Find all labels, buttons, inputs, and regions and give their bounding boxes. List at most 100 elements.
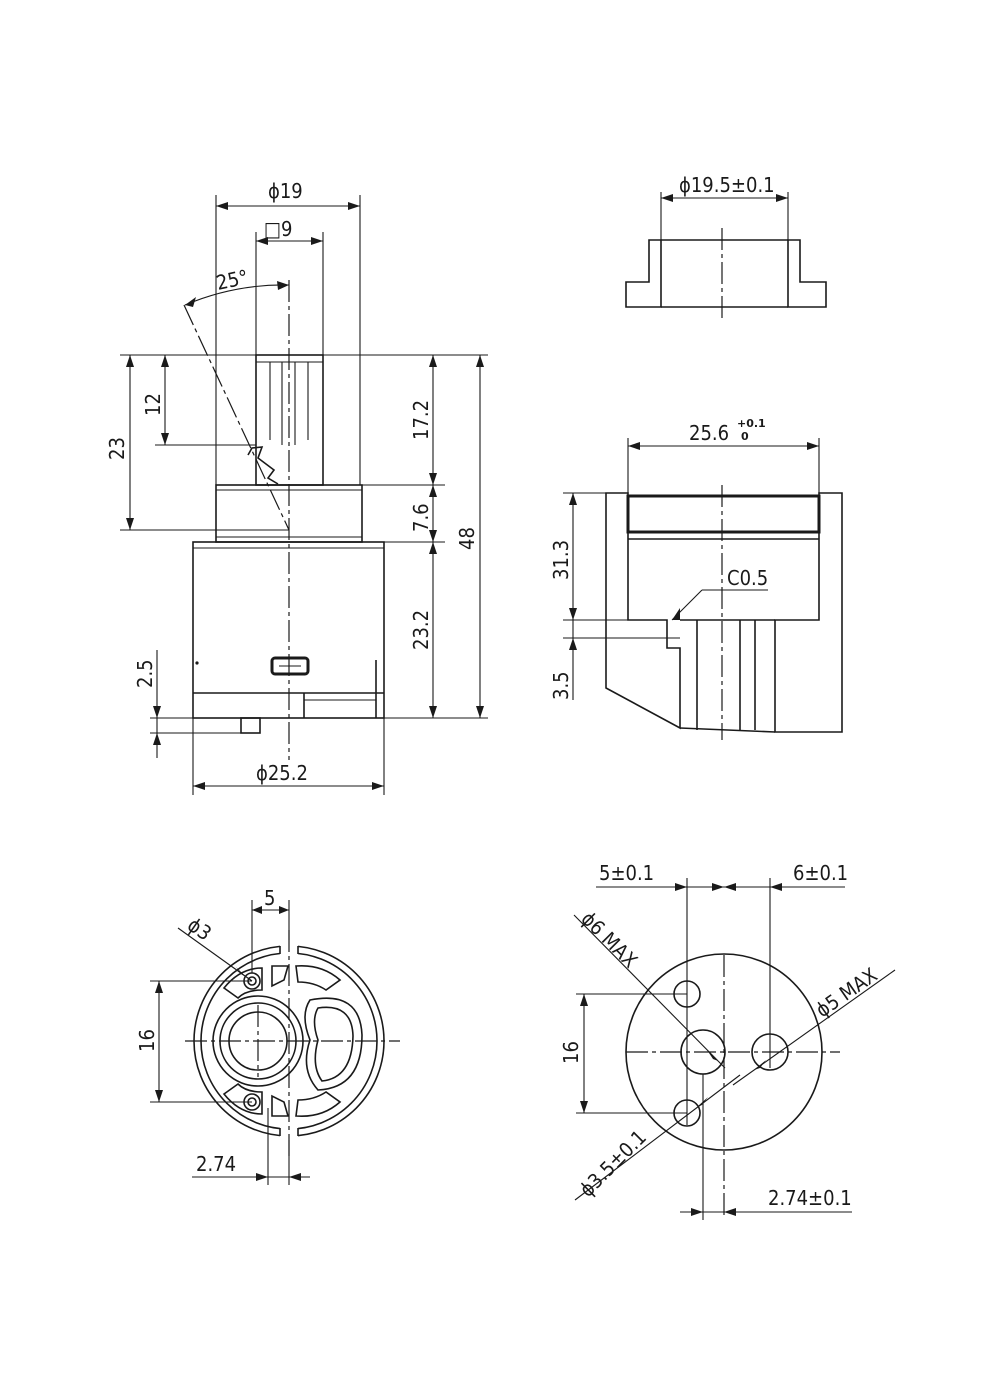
arrowhead (252, 906, 262, 914)
arrowhead (429, 485, 437, 497)
seal-pocket (295, 964, 342, 991)
outlet-port-inner (313, 1006, 354, 1082)
seal-ring-section: ϕ19.5±0.1 (625, 173, 827, 320)
arrowhead (724, 1208, 736, 1216)
arrowhead (707, 1050, 718, 1061)
arrowhead (776, 194, 788, 202)
port-layout: 5±0.1 6±0.1 ϕ6 MAX ϕ5 MAX 16 ϕ3.5±0.1 2.… (559, 861, 896, 1220)
body-window (270, 656, 310, 676)
dim-2-74-tol: 2.74±0.1 (768, 1186, 852, 1210)
arrowhead (216, 202, 228, 210)
dim-3-5: 3.5 (549, 671, 573, 700)
arrowhead (153, 706, 161, 718)
leader-line (573, 914, 726, 1069)
dim-16-layout: 16 (559, 1041, 583, 1064)
arrowhead (256, 1173, 268, 1181)
dim-12: 12 (141, 393, 165, 416)
arrowhead (724, 883, 736, 891)
dim-diameter-25-2: ϕ25.2 (256, 761, 308, 785)
arrowhead (476, 355, 484, 367)
seat-groove (626, 494, 821, 534)
arrowhead (712, 883, 724, 891)
arrowhead (661, 194, 673, 202)
arrowhead (126, 518, 134, 530)
arrowhead (348, 202, 360, 210)
dim-diameter-5-max: ϕ5 MAX (811, 963, 881, 1022)
dim-diameter-6-max: ϕ6 MAX (576, 907, 642, 973)
arrowhead (807, 442, 819, 450)
dim-square-9: □9 (264, 217, 292, 241)
seal-pocket (295, 1091, 342, 1118)
arrowhead (429, 530, 437, 542)
angle-label: 25° (214, 265, 250, 295)
housing-right-wall (774, 492, 843, 733)
leader-line (574, 1074, 741, 1201)
body-mark (195, 661, 199, 665)
arrowhead (569, 608, 577, 620)
housing-break-line (679, 727, 776, 733)
dim-2-74: 2.74 (196, 1152, 236, 1176)
dim-7-6: 7.6 (409, 503, 433, 532)
lever-profile (247, 446, 279, 485)
arrowhead (155, 1090, 163, 1102)
arrowhead (429, 355, 437, 367)
dim-23-2: 23.2 (409, 610, 433, 650)
arrowhead (161, 433, 169, 445)
seal-pocket (222, 967, 263, 1000)
dim-2-5: 2.5 (133, 659, 157, 688)
housing-left-wall (605, 492, 681, 730)
arrowhead (569, 638, 577, 650)
dim-25-6-tol-upper: +0.1 (737, 417, 766, 430)
arrowhead (277, 281, 289, 290)
dim-5: 5 (264, 886, 275, 910)
bottom-view: 5 ϕ3 16 2.74 (135, 886, 400, 1185)
locating-pin (240, 717, 261, 734)
arrowhead (628, 442, 640, 450)
arrowhead (153, 733, 161, 745)
arrowhead (580, 1101, 588, 1113)
seal-pocket (222, 1082, 263, 1115)
arrowhead (279, 906, 289, 914)
dim-31-3: 31.3 (549, 540, 573, 580)
arrowhead (429, 473, 437, 485)
side-view: 25° ϕ19 □9 23 12 (105, 179, 488, 795)
arrowhead (429, 706, 437, 718)
ring-left-section (625, 239, 662, 308)
housing-section: C0.5 25.6 +0.1 0 31.3 3.5 (549, 417, 843, 740)
outlet-port-outer (304, 997, 363, 1091)
dim-diameter-19: ϕ19 (268, 179, 303, 203)
dim-25-6: 25.6 (689, 421, 729, 445)
arrowhead (185, 297, 196, 307)
dim-diameter-19-5: ϕ19.5±0.1 (679, 173, 775, 197)
arrowhead (580, 994, 588, 1006)
arrowhead (126, 355, 134, 367)
leader-line (177, 927, 253, 982)
arrowhead (256, 237, 268, 245)
arrowhead (675, 883, 687, 891)
arrowhead (289, 1173, 301, 1181)
dim-diameter-3-5: ϕ3.5±0.1 (575, 1125, 651, 1201)
dim-25-6-tol-lower: 0 (741, 430, 749, 443)
arrowhead (372, 782, 384, 790)
dim-diameter-3: ϕ3 (183, 912, 216, 945)
arrowhead (155, 981, 163, 993)
arrowhead (193, 782, 205, 790)
dim-5-tol: 5±0.1 (599, 861, 654, 885)
arrowhead (569, 493, 577, 505)
chamfer-marker (672, 608, 680, 620)
dim-6-tol: 6±0.1 (793, 861, 848, 885)
arrowhead (236, 967, 246, 977)
arrowhead (754, 1060, 766, 1070)
dim-48: 48 (455, 527, 479, 550)
seal-pocket (271, 1094, 290, 1117)
seal-pocket (271, 965, 290, 988)
arrowhead (311, 237, 323, 245)
dim-17-2: 17.2 (409, 400, 433, 440)
ring-right-section (787, 239, 827, 308)
arrowhead (770, 883, 782, 891)
rim-notch (280, 1126, 298, 1138)
leader-line (671, 589, 703, 621)
dim-16-bottom: 16 (135, 1029, 159, 1052)
